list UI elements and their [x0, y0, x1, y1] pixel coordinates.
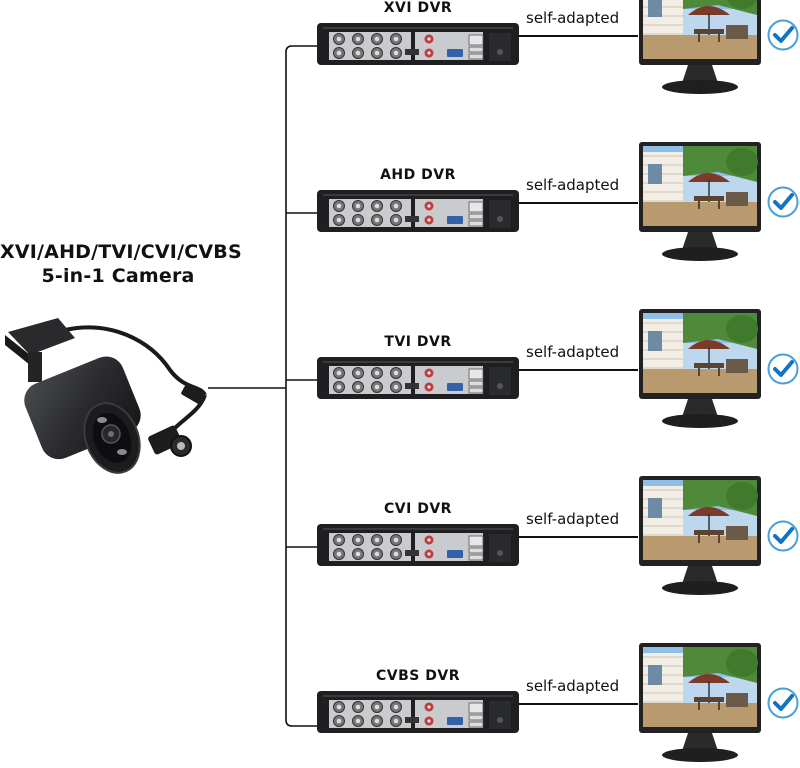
bullet-camera-illustration: [5, 318, 207, 474]
self-adapted-label: self-adapted: [526, 9, 620, 27]
dvr-to-monitor-line: [519, 536, 638, 538]
dvr-label: AHD DVR: [380, 167, 456, 183]
dvr-illustration: [317, 524, 519, 566]
camera-title-line2: 5-in-1 Camera: [41, 265, 195, 287]
dvr-illustration: [317, 357, 519, 399]
self-adapted-label: self-adapted: [526, 677, 620, 695]
dvr-label: TVI DVR: [384, 334, 452, 350]
monitor-illustration: [639, 142, 761, 261]
output-row-ahd: AHD DVR self-adapted: [0, 142, 800, 267]
dvr-to-monitor-line: [519, 202, 638, 204]
monitor-illustration: [639, 309, 761, 428]
output-row-cvi: CVI DVR self-adapted: [0, 476, 800, 601]
camera-title: XVI/AHD/TVI/CVI/CVBS 5-in-1 Camera: [0, 240, 242, 288]
camera-title-line1: XVI/AHD/TVI/CVI/CVBS: [0, 241, 242, 263]
self-adapted-label: self-adapted: [526, 343, 620, 361]
dvr-label: XVI DVR: [383, 0, 453, 16]
check-circle-icon: [767, 687, 799, 719]
dvr-to-monitor-line: [519, 369, 638, 371]
dvr-label: CVI DVR: [384, 501, 452, 517]
dvr-label: CVBS DVR: [376, 668, 460, 684]
output-row-tvi: TVI DVR self-adapted: [0, 309, 800, 434]
output-row-xvi: XVI DVR self-adapted: [0, 0, 800, 100]
self-adapted-label: self-adapted: [526, 176, 620, 194]
check-circle-icon: [767, 353, 799, 385]
dvr-illustration: [317, 23, 519, 65]
dvr-to-monitor-line: [519, 703, 638, 705]
monitor-illustration: [639, 0, 761, 94]
self-adapted-label: self-adapted: [526, 510, 620, 528]
dvr-illustration: [317, 190, 519, 232]
monitor-illustration: [639, 476, 761, 595]
check-circle-icon: [767, 520, 799, 552]
monitor-illustration: [639, 643, 761, 762]
bus-line: [285, 45, 317, 727]
check-circle-icon: [767, 19, 799, 51]
dvr-illustration: [317, 691, 519, 733]
output-row-cvbs: CVBS DVR self-adapted: [0, 643, 800, 768]
dvr-to-monitor-line: [519, 35, 638, 37]
check-circle-icon: [767, 186, 799, 218]
